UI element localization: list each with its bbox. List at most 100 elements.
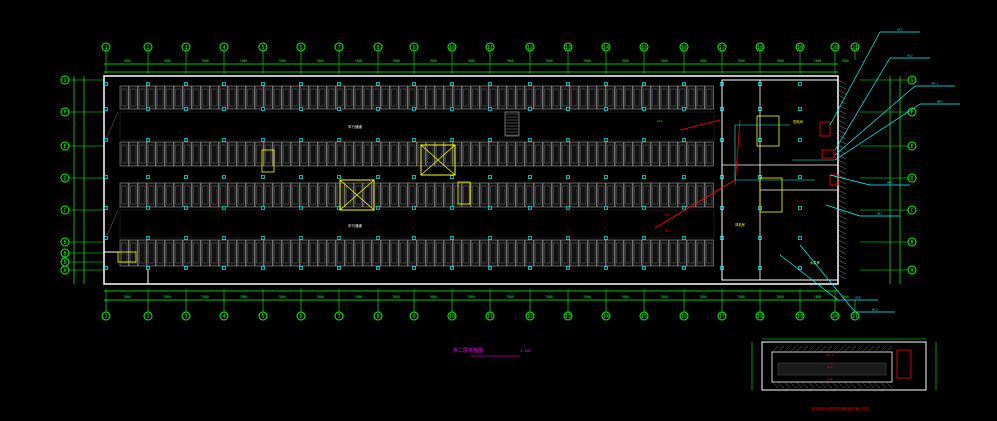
- car-outline: [184, 88, 191, 107]
- parking-stall: [407, 85, 417, 110]
- detail-hatch: [807, 345, 815, 353]
- car-outline: [544, 144, 551, 164]
- parking-stall: [182, 141, 192, 167]
- grid-bubble-label: 21: [852, 314, 858, 320]
- parking-stall: [227, 182, 237, 208]
- car-outline: [175, 144, 182, 164]
- parking-stall: [353, 239, 363, 267]
- parking-stall: [416, 239, 426, 267]
- parking-stall: [587, 85, 597, 110]
- parking-stall: [209, 239, 219, 267]
- parking-stall: [245, 182, 255, 208]
- parking-stall: [434, 239, 444, 267]
- parking-stall: [254, 141, 264, 167]
- parking-stall: [641, 85, 651, 110]
- car-outline: [661, 144, 668, 164]
- car-outline: [400, 88, 407, 107]
- parking-stall: [650, 182, 660, 208]
- car-outline: [166, 185, 173, 205]
- car-outline: [211, 88, 218, 107]
- car-outline: [706, 242, 713, 264]
- leader-line: [834, 103, 921, 161]
- parking-stall: [209, 182, 219, 208]
- structural-column: [184, 266, 188, 270]
- parking-stall: [578, 85, 588, 110]
- span-label-bottom: 7800: [429, 295, 437, 299]
- parking-stall: [119, 141, 129, 167]
- structural-column: [299, 206, 303, 210]
- car-outline: [481, 242, 488, 264]
- parking-stall: [560, 141, 570, 167]
- car-outline: [310, 88, 317, 107]
- parking-stall: [704, 141, 714, 167]
- car-outline: [148, 88, 155, 107]
- structural-column: [566, 82, 570, 86]
- leader-line: [834, 85, 916, 156]
- detail-hatch: [867, 381, 875, 389]
- detail-hatch: [849, 381, 857, 389]
- parking-stall: [614, 85, 624, 110]
- earth-hatch: [837, 249, 847, 255]
- row-bubble-label: E: [63, 144, 66, 150]
- car-outline: [580, 88, 587, 107]
- parking-stall: [128, 141, 138, 167]
- parking-stall: [281, 141, 291, 167]
- parking-stall: [209, 141, 219, 167]
- car-outline: [535, 242, 542, 264]
- car-outline: [706, 144, 713, 164]
- span-label-top: 7800: [660, 59, 668, 63]
- span-label-bottom: 7800: [123, 295, 131, 299]
- grid-bubble-label: 20: [832, 314, 838, 320]
- car-outline: [409, 185, 416, 205]
- car-outline: [553, 242, 560, 264]
- car-outline: [202, 144, 209, 164]
- structural-column: [412, 82, 416, 86]
- structural-column: [450, 175, 454, 179]
- span-label-bottom: 7800: [621, 295, 629, 299]
- parking-stall: [542, 239, 552, 267]
- parking-stall: [659, 141, 669, 167]
- grid-bubble-label: 9: [412, 314, 415, 320]
- car-outline: [652, 242, 659, 264]
- car-outline: [364, 144, 371, 164]
- parking-stall: [533, 141, 543, 167]
- parking-stall: [128, 85, 138, 110]
- earth-hatch: [837, 84, 847, 90]
- structural-column: [798, 175, 802, 179]
- car-outline: [310, 144, 317, 164]
- car-outline: [418, 185, 425, 205]
- car-outline: [238, 185, 245, 205]
- parking-stall: [173, 239, 183, 267]
- parking-stall: [650, 141, 660, 167]
- grid-bubble-label: 6: [299, 314, 302, 320]
- parking-stall: [632, 85, 642, 110]
- parking-stall: [317, 182, 327, 208]
- parking-stall: [398, 141, 408, 167]
- detail-hatch: [789, 381, 797, 389]
- drawing-title: 负二层平面图: [453, 347, 483, 354]
- structural-column: [682, 82, 686, 86]
- earth-hatch: [837, 79, 847, 85]
- parking-stall: [506, 239, 516, 267]
- parking-stall: [497, 85, 507, 110]
- car-outline: [391, 242, 398, 264]
- structural-column: [104, 206, 108, 210]
- grid-bubble-label: 4: [222, 45, 225, 51]
- parking-stall: [200, 182, 210, 208]
- detail-hatch: [831, 381, 839, 389]
- car-outline: [310, 242, 317, 264]
- parking-stall: [542, 85, 552, 110]
- car-outline: [427, 185, 434, 205]
- parking-stall: [398, 85, 408, 110]
- car-outline: [517, 185, 524, 205]
- structural-column: [376, 266, 380, 270]
- car-outline: [607, 242, 614, 264]
- car-outline: [337, 242, 344, 264]
- car-outline: [490, 144, 497, 164]
- structural-column: [488, 175, 492, 179]
- parking-stall: [263, 85, 273, 110]
- earth-hatch: [837, 179, 847, 185]
- grid-bubble-label: 8: [376, 314, 379, 320]
- car-outline: [391, 144, 398, 164]
- parking-stall: [173, 182, 183, 208]
